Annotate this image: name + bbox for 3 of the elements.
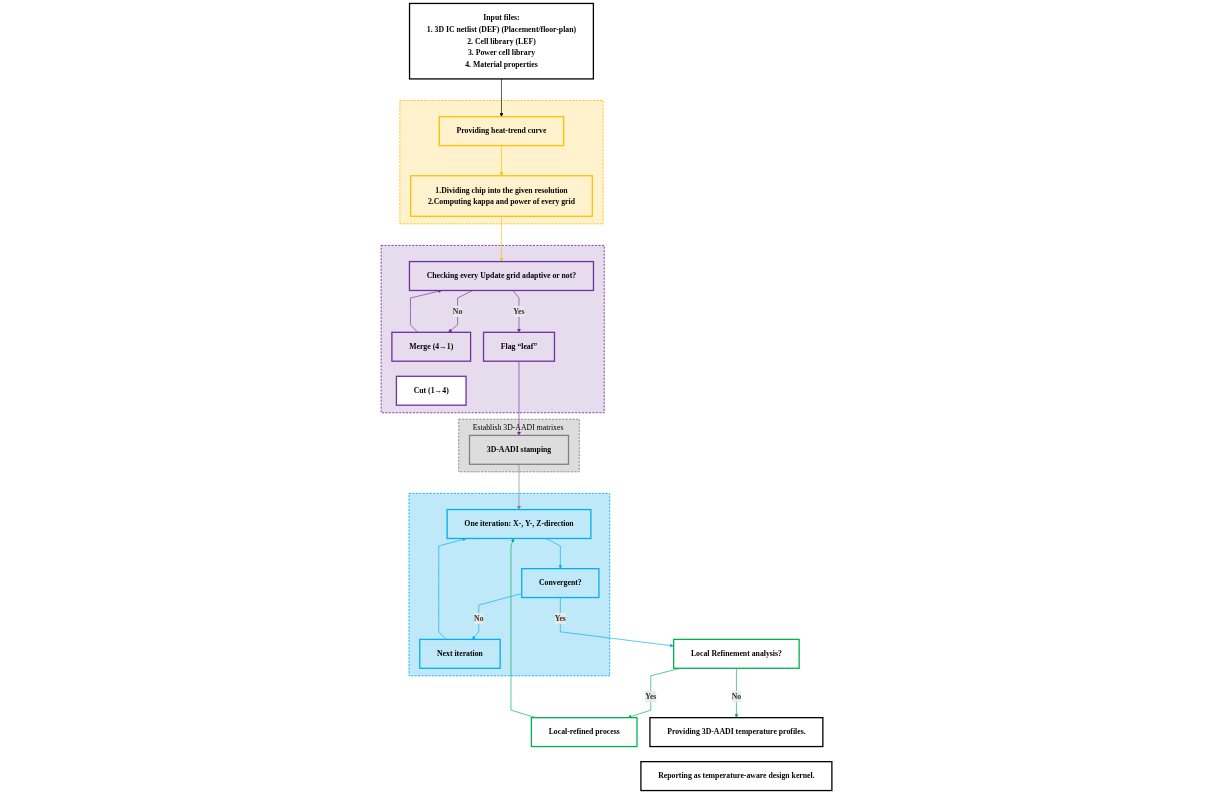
cluster [399, 100, 604, 225]
cluster [380, 244, 605, 414]
cluster [408, 492, 611, 677]
